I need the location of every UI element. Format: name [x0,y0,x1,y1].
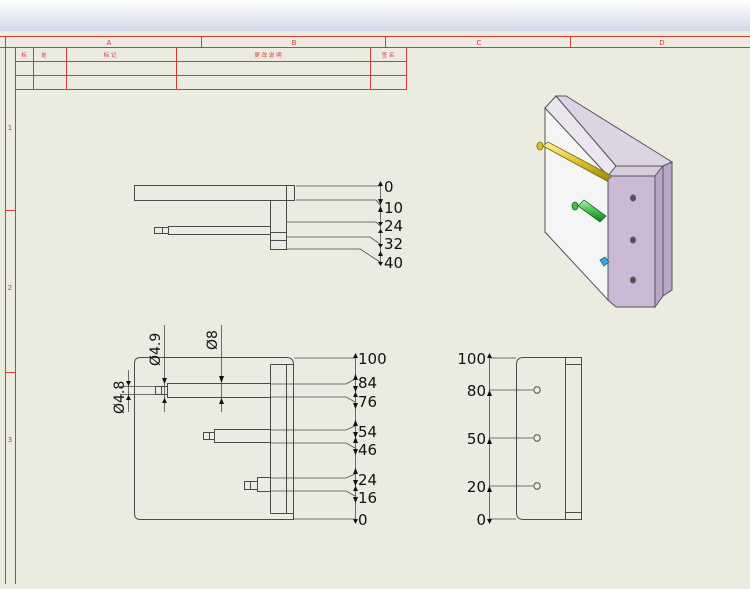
top-dim-32: 32 [384,235,403,253]
revision-header-mark: 标 [21,51,27,59]
diameter-8: Ø8 [205,330,221,350]
zone-row-3: 3 [8,436,12,444]
side-dim-100: 100 [457,350,486,368]
zone-column-d: D [659,39,664,47]
front-dim-0: 0 [358,511,368,529]
side-view-arrows [487,353,492,524]
zone-column-c: C [477,39,482,47]
top-view [134,185,295,250]
front-view-dimensions: 100 84 76 54 46 24 16 0 [358,350,387,529]
top-dim-24: 24 [384,217,403,235]
front-dim-16: 16 [358,489,377,507]
zone-row-1: 1 [8,124,12,132]
zone-column-a: A [107,39,112,47]
front-view [134,357,294,520]
side-dim-80: 80 [467,382,486,400]
front-view-diameter-arrows [126,376,224,404]
front-dim-54: 54 [358,423,377,441]
front-view-diameter-leaders [120,325,222,412]
side-dim-50: 50 [467,430,486,448]
side-dim-20: 20 [467,478,486,496]
front-view-diameters: Ø4.8 Ø4.9 Ø8 [112,330,221,414]
sheet-frame [0,36,750,584]
zone-row-2: 2 [8,284,12,292]
side-dim-0: 0 [476,511,486,529]
top-dim-40: 40 [384,254,403,272]
front-dim-24: 24 [358,471,377,489]
front-view-arrows [353,353,358,524]
front-dim-84: 84 [358,374,377,392]
front-dim-46: 46 [358,441,377,459]
front-dim-76: 76 [358,393,377,411]
front-view-leaders [271,354,356,522]
top-dim-10: 10 [384,199,403,217]
revision-header-tag: 标 记 [104,51,117,59]
top-view-dimensions: 0 10 24 32 40 [384,178,403,272]
revision-header-zone: 处 [41,51,47,59]
front-dim-100: 100 [358,350,387,368]
isometric-mold-plate-icon [536,95,674,309]
diameter-4-9: Ø4.9 [148,333,164,366]
zone-column-b: B [292,39,297,47]
side-view-leaders [489,354,533,522]
top-dim-0: 0 [384,178,394,196]
revision-header-description: 更 改 说 明 [254,51,282,59]
top-view-arrows [378,181,383,266]
title-bar [0,0,750,31]
side-view [516,357,582,520]
revision-header-signature: 签 名 [382,51,395,59]
diameter-4-8: Ø4.8 [112,381,128,414]
top-view-leaders [287,182,381,264]
side-view-dimensions: 100 80 50 20 0 [457,350,486,529]
